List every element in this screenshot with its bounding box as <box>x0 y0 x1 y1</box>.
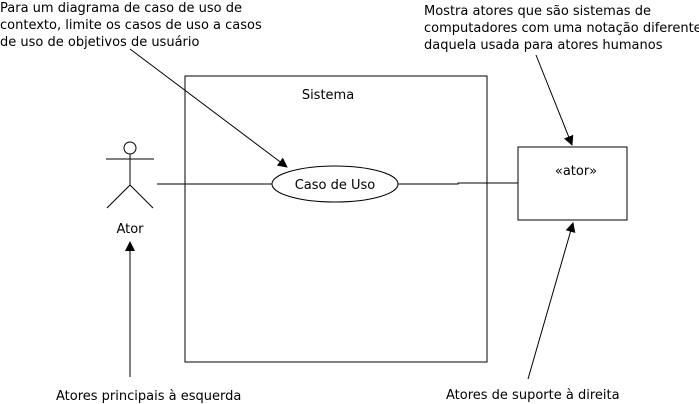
primary-actors-note: Atores principais à esquerda <box>56 389 241 404</box>
system-actor: «ator» <box>517 146 628 221</box>
system-actor-note-line-3: daquela usada para atores humanos <box>424 38 663 53</box>
system-boundary <box>184 75 488 363</box>
context-note: Para um diagrama de caso de uso de conte… <box>0 1 262 50</box>
human-actor-right-leg <box>129 184 154 209</box>
use-case-label: Caso de Uso <box>295 178 376 193</box>
system-actor-box <box>517 146 628 221</box>
context-note-line-3: de uso de objetivos de usuário <box>0 35 199 50</box>
system-label: Sistema <box>302 88 354 103</box>
context-note-line-1: Para um diagrama de caso de uso de <box>0 1 242 16</box>
human-actor-head <box>123 141 137 155</box>
human-actor: Ator <box>106 141 154 237</box>
use-case: Caso de Uso <box>271 165 399 203</box>
system-actor-note-line-1: Mostra atores que são sistemas de <box>424 4 651 19</box>
context-note-line-2: contexto, limite os casos de uso a casos <box>0 18 262 33</box>
supporting-actors-arrow <box>527 222 576 380</box>
context-note-arrow <box>129 48 288 168</box>
human-actor-label: Ator <box>116 222 144 237</box>
use-case-to-system-actor-association <box>398 182 518 185</box>
system-actor-note: Mostra atores que são sistemas de comput… <box>424 4 699 53</box>
supporting-actors-note: Atores de suporte à direita <box>446 388 620 403</box>
system-actor-label: «ator» <box>555 164 597 179</box>
human-actor-left-leg <box>106 184 131 209</box>
system-actor-note-arrow <box>535 54 574 146</box>
system-actor-note-line-2: computadores com uma notação diferente <box>424 21 699 36</box>
